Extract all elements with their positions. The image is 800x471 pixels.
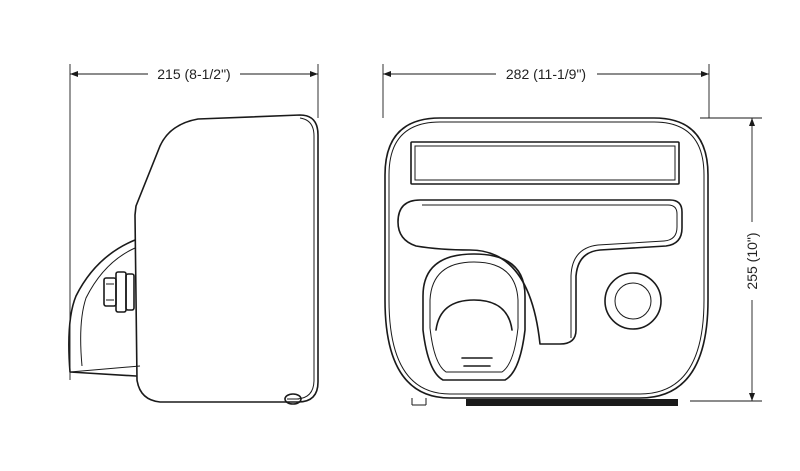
front-housing: [384, 117, 709, 399]
side-housing: [134, 114, 319, 403]
front-nameplate: [410, 141, 680, 185]
side-push-button: [103, 271, 135, 313]
side-view: 215 (8-1/2"): [68, 64, 319, 405]
front-air-nozzle: [422, 253, 526, 381]
front-push-button: [604, 272, 662, 330]
front-view: 282 (11-1/9") 255 (10"): [382, 64, 762, 406]
width-dimension: 282 (11-1/9"): [382, 64, 710, 118]
side-screw: [284, 393, 302, 405]
side-nozzle: [68, 239, 137, 377]
height-label: 255 (10"): [744, 232, 760, 289]
front-bottom-grille: [411, 398, 678, 406]
front-recess-panel: [397, 199, 683, 345]
depth-label: 215 (8-1/2"): [157, 66, 230, 82]
depth-dimension: 215 (8-1/2"): [69, 64, 319, 380]
width-label: 282 (11-1/9"): [506, 66, 586, 82]
height-dimension: 255 (10"): [690, 117, 762, 402]
